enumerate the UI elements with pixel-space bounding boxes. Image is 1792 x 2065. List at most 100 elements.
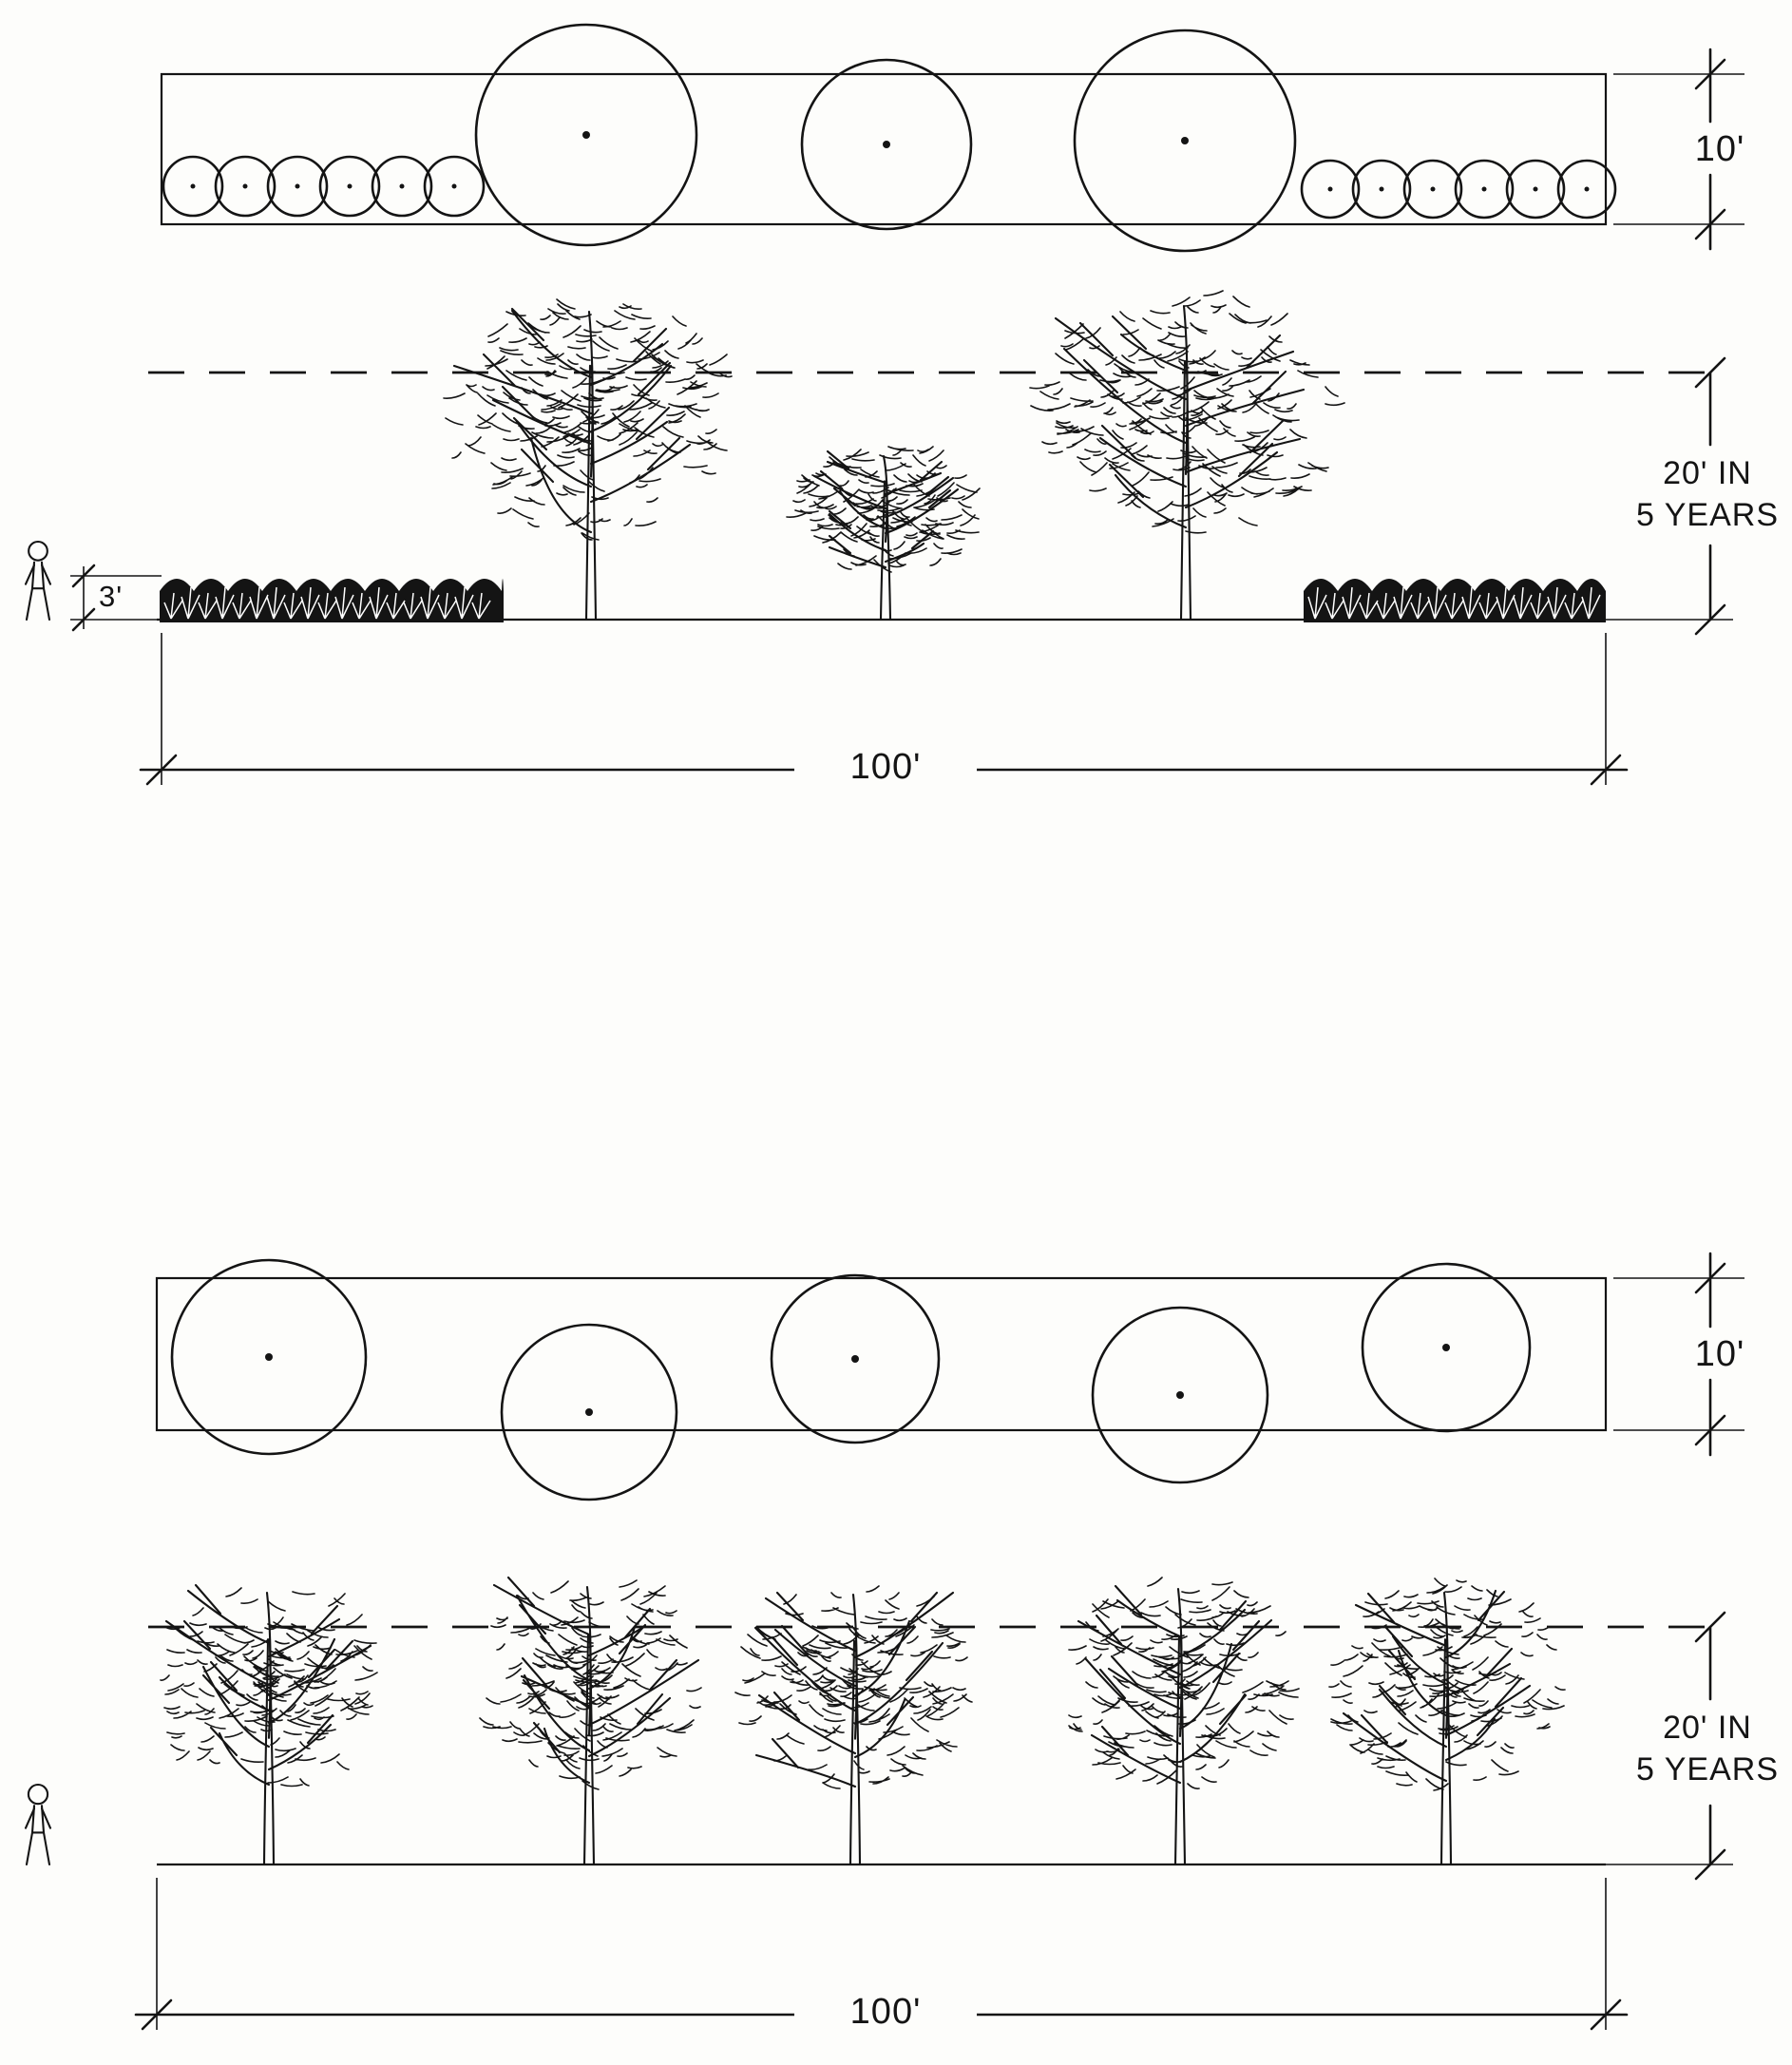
dimension-tick <box>141 1998 173 2031</box>
trunk-center-dot <box>265 1353 273 1361</box>
shrub-plan <box>1556 159 1617 220</box>
trunk-center-dot <box>1181 137 1189 144</box>
hedge-mass <box>160 579 504 622</box>
elevation-tree <box>1328 1577 1566 1866</box>
shrub-circle <box>162 155 224 218</box>
elevation-tree <box>734 1585 973 1866</box>
dimension-tick <box>1590 1998 1622 2031</box>
elevation-tree <box>1068 1577 1300 1866</box>
planting-scheme-2 <box>24 1252 1744 2031</box>
dimension-tick <box>145 754 178 786</box>
shrub-plan <box>1454 159 1515 220</box>
dimension-tick <box>1694 1848 1726 1881</box>
shrub-circle <box>1402 159 1463 220</box>
shrub-circle <box>1505 159 1566 220</box>
person-head <box>28 540 48 562</box>
shrub-hedge <box>160 579 504 622</box>
shrub-center-dot <box>242 183 248 189</box>
hedge-height-dimension-label: 3' <box>99 580 124 613</box>
dimension-tick <box>1590 754 1622 786</box>
growth-height-dimension-label-2: 20' IN 5 YEARS <box>1627 1707 1788 1790</box>
person-arms <box>24 564 52 585</box>
canopy-circle <box>1361 1262 1532 1433</box>
elevation-tree <box>443 298 733 621</box>
growth-height-dimension <box>1694 1611 1726 1881</box>
dimension-tick <box>1694 58 1726 90</box>
hedge-mass <box>1304 579 1606 622</box>
trunk-center-dot <box>582 131 590 139</box>
person-body <box>25 1805 51 1866</box>
shrub-plan <box>214 155 276 218</box>
growth-height-text-line1: 20' IN <box>1663 455 1752 491</box>
tree-foliage <box>479 1579 702 1790</box>
trunk-center-dot <box>851 1355 859 1363</box>
plan-depth-dimension <box>1613 1252 1744 1457</box>
canopy-circle <box>1073 29 1297 253</box>
tree-foliage <box>734 1585 973 1789</box>
shrub-center-dot <box>1379 186 1384 192</box>
tree-canopy-plan <box>170 1258 368 1456</box>
tree-leader-branch <box>1176 1587 1183 1738</box>
person-body <box>25 561 51 621</box>
person-scale-figure <box>24 540 52 621</box>
plan-depth-dimension <box>1613 48 1744 251</box>
tree-foliage <box>1068 1577 1300 1789</box>
dimension-tick <box>1694 1414 1726 1446</box>
hedge-leaf-texture <box>1307 586 1601 620</box>
growth-height-text-line1: 20' IN <box>1663 1710 1752 1746</box>
hedge-leaf-texture <box>163 586 491 620</box>
shrub-plan <box>162 155 224 218</box>
shrub-circle <box>1300 159 1361 220</box>
tree-canopy-plan <box>770 1273 941 1444</box>
person-scale-figure <box>24 1783 52 1866</box>
buffer-strip-outline <box>160 72 1608 226</box>
shrub-center-dot <box>347 183 353 189</box>
tree-foliage <box>160 1587 378 1788</box>
dimension-tick <box>1694 1611 1726 1643</box>
shrub-center-dot <box>1430 186 1436 192</box>
tree-canopy-plan <box>474 23 698 247</box>
elevation-tree <box>479 1576 702 1866</box>
plan-view <box>155 1252 1744 1501</box>
shrub-circle <box>1351 159 1412 220</box>
person-head <box>27 1783 49 1806</box>
plan-depth-dimension-label-2: 10' <box>1694 1334 1745 1374</box>
elevation-tree <box>1029 290 1345 621</box>
dimension-tick <box>71 607 96 632</box>
shrub-circle <box>214 155 276 218</box>
tree-foliage <box>1029 290 1345 534</box>
tree-trunk <box>584 364 592 621</box>
buffer-length-dimension-label-2: 100' <box>794 1992 977 2034</box>
tree-leader-branch <box>882 454 888 544</box>
tree-leader-branch <box>585 1585 592 1737</box>
tree-trunk <box>1179 359 1187 621</box>
elevation-view <box>24 1576 1733 2031</box>
plan-view <box>160 23 1744 253</box>
dimension-tick <box>1694 603 1726 636</box>
dimension-tick <box>1694 208 1726 240</box>
plan-depth-dimension-label-1: 10' <box>1694 129 1745 169</box>
planting-scheme-1 <box>24 23 1744 786</box>
shrub-center-dot <box>451 183 457 189</box>
shrub-plan <box>1300 159 1361 220</box>
shrub-circle <box>266 155 329 218</box>
dimension-tick <box>1694 1262 1726 1294</box>
growth-height-text-line2: 5 YEARS <box>1635 1751 1779 1788</box>
shrub-plan <box>318 155 381 218</box>
shrub-plan <box>1351 159 1412 220</box>
shrub-center-dot <box>295 183 300 189</box>
growth-height-dimension <box>1694 356 1726 636</box>
shrub-center-dot <box>1481 186 1487 192</box>
canopy-circle <box>770 1273 941 1444</box>
trunk-center-dot <box>1442 1344 1450 1351</box>
shrub-circle <box>1454 159 1515 220</box>
tree-canopy-plan <box>800 58 973 231</box>
canopy-circle <box>170 1258 368 1456</box>
trunk-center-dot <box>883 141 890 148</box>
tree-canopy-plan <box>1361 1262 1532 1433</box>
shrub-center-dot <box>1584 186 1590 192</box>
shrub-circle <box>423 155 486 218</box>
shrub-plan <box>423 155 486 218</box>
